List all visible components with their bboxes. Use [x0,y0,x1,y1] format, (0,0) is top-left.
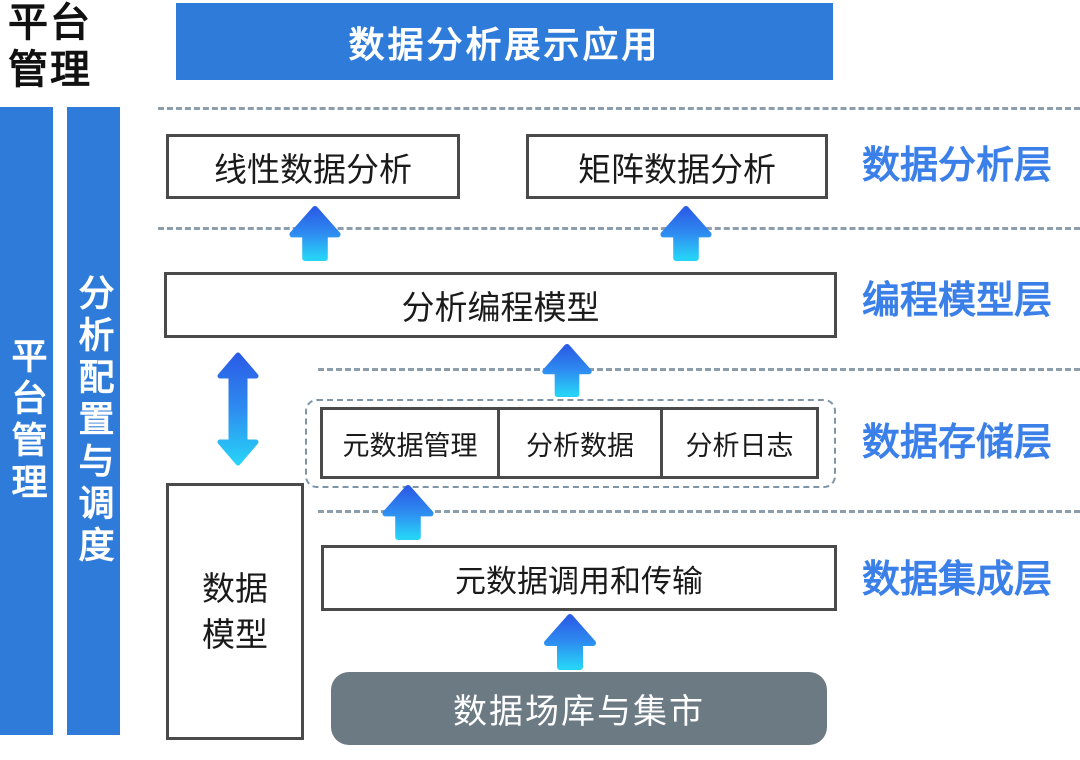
box-analysis-programming-model-label: 分析编程模型 [401,289,600,326]
corner-title: 平台 管理 [8,0,118,94]
cell-metadata-management-label: 元数据管理 [342,430,478,461]
layer-divider-1 [158,107,1080,110]
storage-table: 元数据管理 分析数据 分析日志 [320,407,822,479]
layer-divider-3 [318,368,1080,371]
arrow-up-to-storage-icon [381,484,435,541]
cell-analysis-data: 分析数据 [497,407,663,479]
sidebar-analysis-config-scheduling: 分析配置与调度 [67,107,120,735]
box-data-model-line1: 数据 [202,569,268,607]
sidebar-analysis-config-scheduling-label: 分析配置与调度 [73,274,115,568]
box-analysis-programming-model: 分析编程模型 [164,272,837,338]
box-data-warehouse-mart: 数据场库与集市 [331,672,827,745]
corner-title-line1: 平台 [8,1,92,45]
sidebar-platform-management: 平台管理 [0,107,53,735]
box-data-warehouse-mart-label: 数据场库与集市 [453,693,705,731]
layer-label-data-storage: 数据存储层 [862,422,1053,464]
layer-divider-4 [318,510,1080,513]
arrow-up-to-integration-icon [543,613,597,671]
box-data-model: 数据 模型 [166,483,304,740]
cell-analysis-log: 分析日志 [660,407,819,479]
box-metadata-transfer: 元数据调用和传输 [321,545,837,611]
layer-label-programming-model: 编程模型层 [862,280,1053,322]
box-linear-data-analysis: 线性数据分析 [166,134,460,199]
box-linear-data-analysis-label: 线性数据分析 [214,150,412,188]
box-matrix-data-analysis: 矩阵数据分析 [526,134,828,199]
cell-analysis-log-label: 分析日志 [685,430,794,461]
box-matrix-data-analysis-label: 矩阵数据分析 [578,150,776,188]
sidebar-platform-management-label: 平台管理 [6,337,48,505]
arrow-up-to-programming-model-icon [540,343,594,398]
layer-divider-2 [158,227,1080,230]
box-data-model-line2: 模型 [202,615,268,653]
cell-metadata-management: 元数据管理 [320,407,500,479]
top-banner-label: 数据分析展示应用 [348,23,661,65]
cell-analysis-data-label: 分析数据 [526,430,634,461]
arrow-up-to-matrix-analysis-icon [659,205,713,262]
layer-label-data-analysis: 数据分析层 [862,145,1053,187]
box-metadata-transfer-label: 元数据调用和传输 [455,563,703,599]
corner-title-line2: 管理 [8,48,92,92]
top-banner: 数据分析展示应用 [176,3,833,80]
arrow-double-vertical-icon [216,351,260,467]
arrow-up-to-linear-analysis-icon [288,205,342,262]
layer-label-data-integration: 数据集成层 [862,559,1053,601]
storage-group: 元数据管理 分析数据 分析日志 [305,399,836,488]
